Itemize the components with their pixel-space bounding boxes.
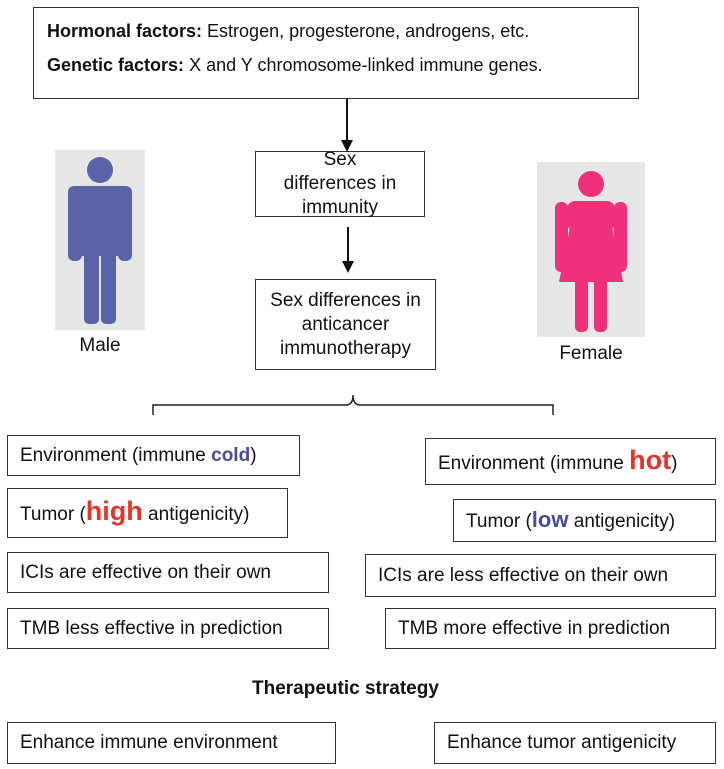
genetic-factors: Genetic factors: X and Y chromosome-link… [47,54,638,76]
male-environment-text: Environment (immune cold) [20,444,257,468]
genetic-factors-label: Genetic factors: [47,55,185,75]
branch-bracket [152,394,554,415]
strategy-heading: Therapeutic strategy [252,678,439,699]
male-environment-box: Environment (immune cold) [7,435,300,476]
low-keyword: low [531,506,569,532]
arrow-1-head [341,140,353,152]
hormonal-factors-text: Estrogen, progesterone, androgens, etc. [207,21,530,41]
female-tumor-after: antigenicity) [568,510,676,532]
male-caption: Male [79,335,121,356]
arrow-1-shaft [346,99,348,142]
male-figure-icon [68,157,132,324]
female-tumor-before: Tumor ( [466,510,532,532]
immunity-box: Sex differences in immunity [255,149,425,218]
male-figure-panel [55,150,145,330]
hot-keyword: hot [629,444,672,475]
male-environment-after: ) [250,444,257,466]
female-tmb-text: TMB more effective in prediction [398,617,671,639]
immunity-text: Sex differences in immunity [283,149,397,218]
female-figure-icon [555,171,627,332]
male-tmb-box: TMB less effective in prediction [7,608,329,649]
female-tmb-box: TMB more effective in prediction [385,608,716,649]
arrow-2-shaft [347,227,349,263]
female-environment-after: ) [671,452,678,474]
female-caption: Female [559,343,623,364]
female-environment-box: Environment (immune hot) [425,438,716,485]
female-strategy-box: Enhance tumor antigenicity [434,722,716,764]
female-figure-panel [537,162,645,337]
male-tumor-box: Tumor (high antigenicity) [7,488,288,538]
immunotherapy-text: Sex differences in anticancer immunother… [270,289,421,359]
female-tumor-box: Tumor (low antigenicity) [453,499,716,542]
genetic-factors-text: X and Y chromosome-linked immune genes. [189,55,543,75]
female-environment-before: Environment (immune [438,452,630,474]
female-icis-box: ICIs are less effective on their own [365,554,716,597]
male-icis-box: ICIs are effective on their own [7,552,329,593]
female-icis-text: ICIs are less effective on their own [378,564,669,586]
arrow-2-head [342,261,354,273]
female-environment-text: Environment (immune hot) [438,444,678,476]
immunotherapy-box: Sex differences in anticancer immunother… [255,279,436,370]
male-strategy-box: Enhance immune environment [7,722,336,764]
male-tumor-before: Tumor ( [20,504,86,525]
male-tumor-after: antigenicity) [142,504,250,525]
female-tumor-text: Tumor (low antigenicity) [466,506,676,534]
factors-box: Hormonal factors: Estrogen, progesterone… [33,7,639,99]
hormonal-factors-label: Hormonal factors: [47,21,203,41]
cold-keyword: cold [211,444,251,466]
female-strategy-text: Enhance tumor antigenicity [447,732,677,753]
male-strategy-text: Enhance immune environment [20,732,278,753]
high-keyword: high [85,496,143,526]
male-tumor-text: Tumor (high antigenicity) [20,496,250,527]
male-icis-text: ICIs are effective on their own [20,561,271,583]
male-environment-before: Environment (immune [20,444,212,466]
hormonal-factors: Hormonal factors: Estrogen, progesterone… [47,20,638,42]
male-tmb-text: TMB less effective in prediction [20,617,283,639]
